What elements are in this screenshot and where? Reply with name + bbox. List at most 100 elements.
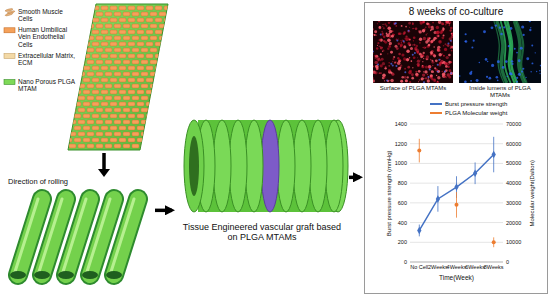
stain xyxy=(408,22,411,25)
cell xyxy=(132,84,139,88)
cell xyxy=(114,120,121,124)
stain xyxy=(431,61,434,64)
stain xyxy=(442,29,444,31)
stain xyxy=(437,49,440,52)
cell xyxy=(96,48,103,52)
stain xyxy=(374,71,377,74)
cell xyxy=(119,6,126,10)
cell xyxy=(65,42,72,46)
cell xyxy=(141,36,148,40)
cell xyxy=(164,30,171,34)
tick-label: 4Weeks xyxy=(447,264,467,270)
cell xyxy=(150,72,157,76)
cell xyxy=(78,108,85,112)
stain xyxy=(381,58,384,61)
cell xyxy=(74,66,81,70)
stain xyxy=(432,65,433,66)
stain xyxy=(384,67,386,69)
cell xyxy=(168,60,175,64)
stain xyxy=(448,76,451,79)
cell xyxy=(155,54,162,58)
stain xyxy=(425,58,427,60)
cell xyxy=(83,42,90,46)
cell xyxy=(83,114,90,118)
cell xyxy=(146,126,153,130)
cell xyxy=(56,66,63,70)
stain xyxy=(415,49,417,51)
cell xyxy=(128,90,135,94)
cell xyxy=(132,24,139,28)
cell xyxy=(168,48,175,52)
cell xyxy=(141,60,148,64)
stain xyxy=(437,48,438,49)
cell xyxy=(137,42,144,46)
stain xyxy=(436,31,440,35)
nucleus xyxy=(491,26,494,29)
cell xyxy=(128,102,135,106)
stain xyxy=(428,44,431,47)
cell xyxy=(65,90,72,94)
graft-ring xyxy=(277,120,295,212)
stain xyxy=(441,22,444,25)
stain xyxy=(394,62,396,64)
cell xyxy=(60,60,67,64)
cell xyxy=(159,72,166,76)
nucleus xyxy=(476,79,479,82)
stain xyxy=(443,75,445,77)
stain xyxy=(412,67,413,68)
graft-end xyxy=(184,120,204,212)
nucleus xyxy=(529,29,531,31)
stain xyxy=(374,30,377,33)
stain xyxy=(433,54,436,57)
stain xyxy=(412,24,413,25)
cell xyxy=(141,96,148,100)
stain xyxy=(409,27,410,28)
nucleus xyxy=(423,81,425,83)
nucleus xyxy=(509,73,511,75)
cell xyxy=(132,48,139,52)
stain xyxy=(450,47,452,49)
cell xyxy=(105,60,112,64)
stain xyxy=(387,53,388,54)
nucleus xyxy=(496,76,499,79)
cell xyxy=(87,120,94,124)
cell xyxy=(159,36,166,40)
nucleus xyxy=(520,47,523,50)
cell xyxy=(96,12,103,16)
stain xyxy=(415,28,418,31)
nucleus xyxy=(377,63,379,65)
cell xyxy=(128,6,135,10)
cell xyxy=(74,18,81,22)
cell xyxy=(96,96,103,100)
stain xyxy=(425,34,427,36)
nucleus xyxy=(521,25,524,28)
endothelial-cells xyxy=(56,6,175,148)
tube-opening xyxy=(82,271,98,279)
stain xyxy=(437,76,440,79)
stain xyxy=(403,57,406,60)
stain xyxy=(390,21,391,22)
nucleus xyxy=(447,43,449,45)
stain xyxy=(405,79,408,82)
cell xyxy=(128,42,135,46)
stain xyxy=(431,70,434,73)
panel-title: 8 weeks of co-culture xyxy=(365,6,547,18)
node-label: Surface of PLGA MTAMs xyxy=(373,85,453,92)
nucleus xyxy=(464,41,466,43)
cell xyxy=(92,114,99,118)
callout-label: Extracellular Matrix, ECM xyxy=(18,52,76,66)
tube-opening xyxy=(10,271,26,279)
tick-label: 60000 xyxy=(506,141,521,147)
stain xyxy=(412,44,413,45)
stain xyxy=(389,42,392,45)
tick-label: 1200 xyxy=(395,141,407,147)
cell xyxy=(114,96,121,100)
tube-opening xyxy=(106,271,122,279)
nucleus xyxy=(408,30,410,32)
cell xyxy=(74,6,81,10)
callout-label: Nano Porous PLGA MTAM xyxy=(18,78,76,92)
cell xyxy=(141,144,148,148)
callout-icon xyxy=(4,54,15,59)
stain xyxy=(415,73,418,76)
cell xyxy=(128,54,135,58)
